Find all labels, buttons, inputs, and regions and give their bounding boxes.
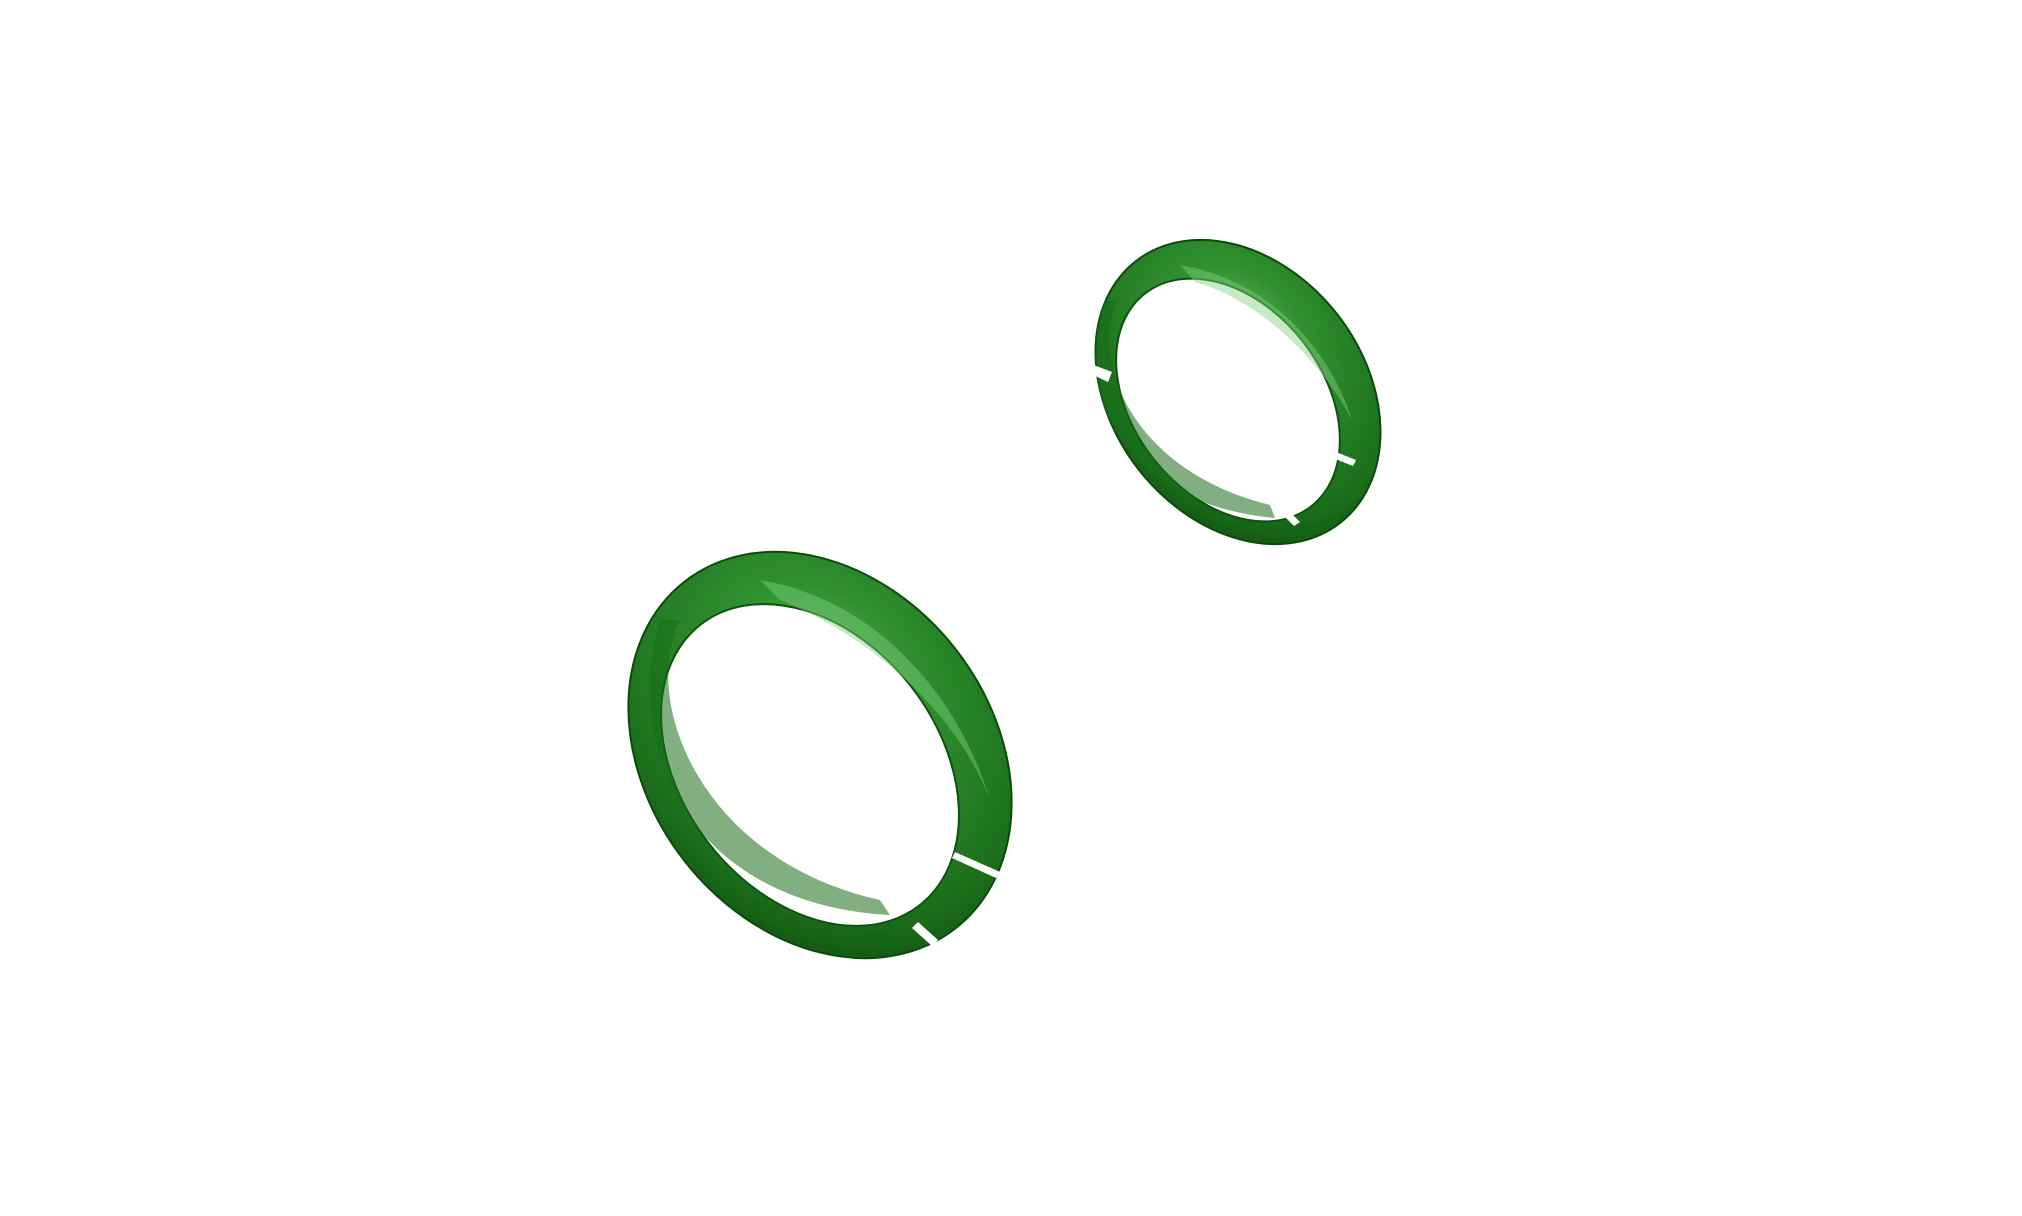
split-gap [1066,356,1112,382]
split-gap [952,852,1000,878]
split-gap [1280,508,1300,526]
small-split-ring[interactable] [1037,184,1440,601]
split-gap [912,922,938,946]
split-gap [1323,448,1356,466]
large-split-ring[interactable] [549,476,1091,1035]
